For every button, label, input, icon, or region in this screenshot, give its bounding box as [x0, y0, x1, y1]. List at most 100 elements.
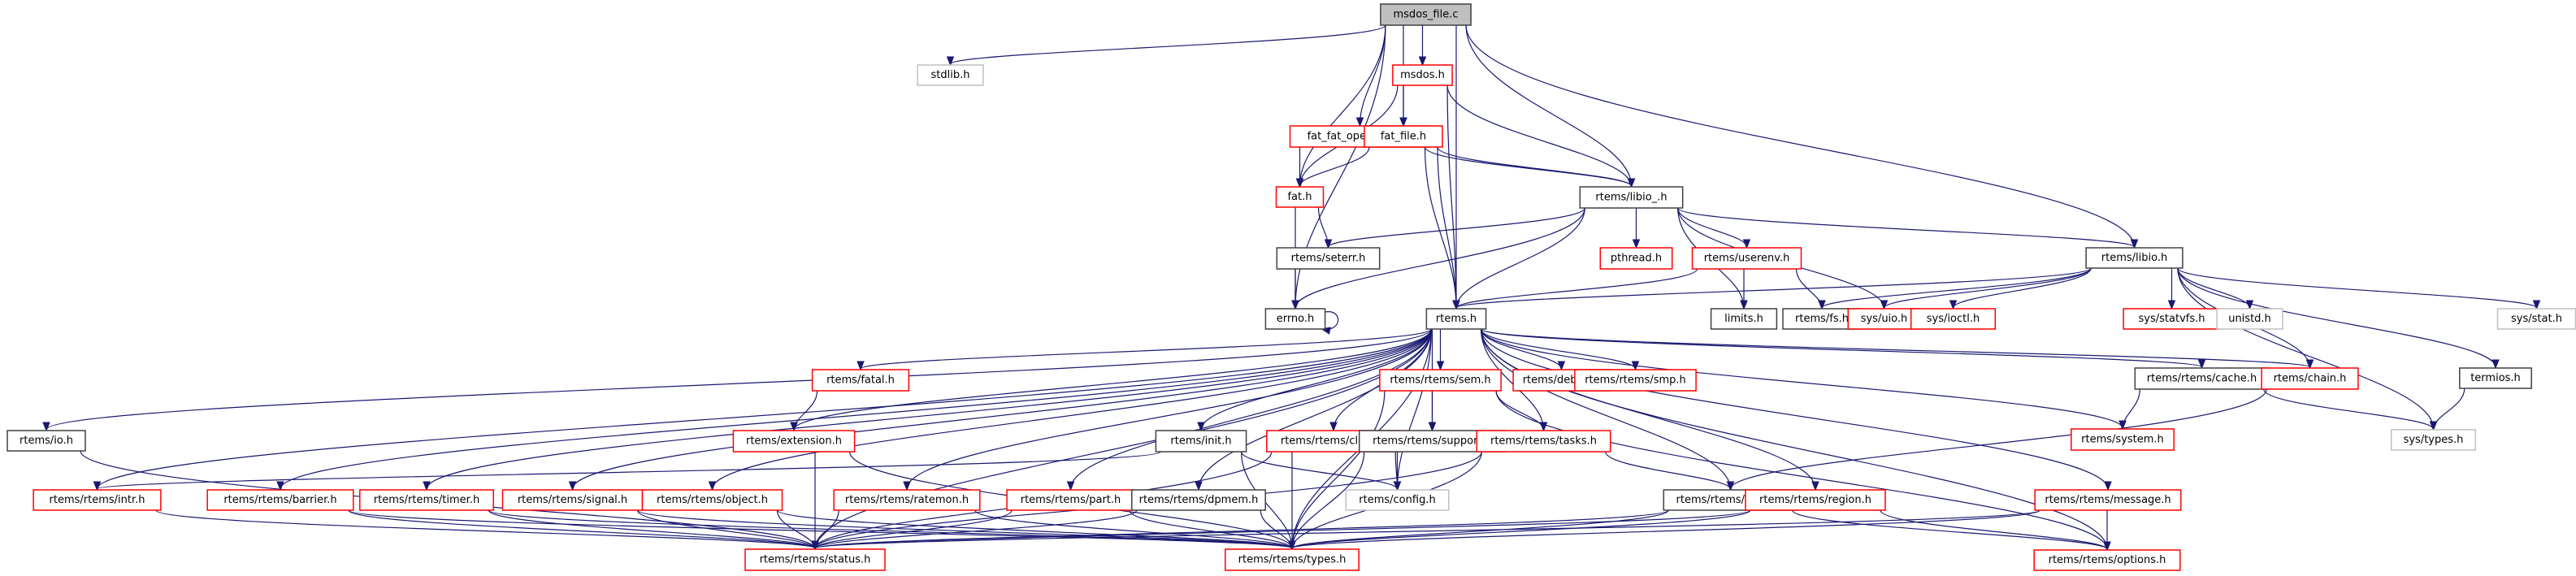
- node-label: limits.h: [1724, 313, 1763, 325]
- node-rtems-rtems-message-h[interactable]: rtems/rtems/message.h: [2034, 489, 2182, 511]
- node-label: pthread.h: [1611, 253, 1662, 265]
- node-sys-ioctl-h[interactable]: sys/ioctl.h: [1910, 308, 1997, 330]
- node-pthread-h[interactable]: pthread.h: [1599, 247, 1673, 270]
- node-box: [732, 430, 856, 453]
- node-rtems-rtems-ratemon-h[interactable]: rtems/rtems/ratemon.h: [833, 489, 981, 511]
- edge-rtems-libio-h-to-rtems-h: [1452, 267, 2092, 310]
- edge-line: [1605, 451, 1732, 490]
- node-rtems-rtems-status-h[interactable]: rtems/rtems/status.h: [744, 548, 886, 571]
- node-stdlib-h[interactable]: stdlib.h: [917, 64, 984, 86]
- edge-rtems-h-to-rtems-chain-h: [1481, 328, 2314, 370]
- edge-rtems-h-to-rtems-rtems-message-h: [1481, 328, 2112, 492]
- node-termios-h[interactable]: termios.h: [2459, 367, 2532, 389]
- node-fat-file-h[interactable]: fat_file.h: [1364, 125, 1443, 148]
- node-rtems-userenv-h[interactable]: rtems/userenv.h: [1691, 247, 1802, 270]
- node-rtems-rtems-object-h[interactable]: rtems/rtems/object.h: [641, 489, 783, 511]
- node-sys-stat-h[interactable]: sys/stat.h: [2496, 308, 2576, 330]
- node-rtems-rtems-dpmem-h[interactable]: rtems/rtems/dpmem.h: [1131, 489, 1266, 511]
- edge-line: [793, 390, 818, 431]
- node-rtems-h[interactable]: rtems.h: [1425, 308, 1487, 330]
- node-limits-h[interactable]: limits.h: [1710, 308, 1778, 330]
- node-rtems-rtems-signal-h[interactable]: rtems/rtems/signal.h: [501, 489, 644, 511]
- edge-line: [1446, 84, 1633, 187]
- node-label: stdlib.h: [931, 69, 970, 81]
- arrowhead: [1355, 117, 1364, 128]
- node-fat-h[interactable]: fat.h: [1275, 186, 1325, 208]
- node-rtems-fatal-h[interactable]: rtems/fatal.h: [811, 369, 910, 392]
- node-rtems-extension-h[interactable]: rtems/extension.h: [732, 430, 856, 453]
- node-rtems-system-h[interactable]: rtems/system.h: [2071, 428, 2175, 451]
- edge-line: [1495, 390, 2108, 550]
- edge-line: [1729, 388, 2267, 490]
- node-sys-uio-h[interactable]: sys/uio.h: [1847, 308, 1921, 330]
- edge-line: [96, 451, 1161, 490]
- node-msdos-h[interactable]: msdos.h: [1392, 64, 1453, 86]
- edge-rtems-libio--h-to-pthread-h: [1632, 208, 1641, 249]
- arrowhead: [811, 540, 819, 551]
- node-label: rtems/fs.h: [1795, 313, 1849, 325]
- node-box: [1579, 186, 1684, 209]
- edge-line: [488, 509, 1293, 549]
- node-box: [1264, 308, 1326, 330]
- edge-fat-file-h-to-fat-h: [1295, 146, 1370, 188]
- arrowhead: [42, 422, 50, 432]
- node-rtems-io-h[interactable]: rtems/io.h: [7, 430, 86, 452]
- node-label: rtems/rtems/cache.h: [2147, 373, 2257, 385]
- node-rtems-rtems-barrier-h[interactable]: rtems/rtems/barrier.h: [206, 489, 354, 511]
- node-label: rtems/libio.h: [2101, 252, 2167, 264]
- node-label: sys/statvfs.h: [2139, 313, 2205, 325]
- edge-line: [1883, 267, 2092, 309]
- arrowhead: [1949, 300, 1958, 310]
- node-rtems-rtems-intr-h[interactable]: rtems/rtems/intr.h: [33, 489, 162, 511]
- node-rtems-rtems-smp-h[interactable]: rtems/rtems/smp.h: [1574, 369, 1697, 392]
- arrowhead: [2103, 541, 2111, 552]
- edge-line: [2263, 388, 2435, 430]
- node-rtems-libio-h[interactable]: rtems/libio.h: [2085, 247, 2184, 269]
- node-sys-statvfs-h[interactable]: sys/statvfs.h: [2123, 308, 2221, 330]
- node-rtems-rtems-sem-h[interactable]: rtems/rtems/sem.h: [1379, 369, 1502, 392]
- node-rtems-rtems-timer-h[interactable]: rtems/rtems/timer.h: [359, 489, 494, 511]
- edge-rtems-h-to-rtems-rtems-barrier-h: [276, 328, 1432, 492]
- edge-line: [1677, 207, 1748, 248]
- node-rtems-rtems-tasks-h[interactable]: rtems/rtems/tasks.h: [1476, 430, 1611, 453]
- edge-rtems-libio--h-to-errno-h: [1291, 207, 1585, 310]
- node-box: [7, 430, 86, 452]
- edge-rtems-rtems-cache-h-to-sys-types-h: [2263, 388, 2438, 431]
- edge-rtems-h-to-rtems-rtems-timer-h: [423, 328, 1432, 492]
- node-box: [1131, 489, 1266, 511]
- edge-line: [1200, 328, 1432, 431]
- node-rtems-rtems-part-h[interactable]: rtems/rtems/part.h: [1006, 489, 1135, 511]
- node-rtems-chain-h[interactable]: rtems/chain.h: [2261, 367, 2359, 390]
- edge-rtems-h-to-rtems-rtems-part-h: [1066, 328, 1432, 492]
- node-label: rtems/rtems/message.h: [2045, 494, 2171, 506]
- arrowhead: [2532, 300, 2541, 310]
- node-rtems-rtems-options-h[interactable]: rtems/rtems/options.h: [2033, 549, 2181, 571]
- node-rtems-rtems-cache-h[interactable]: rtems/rtems/cache.h: [2134, 367, 2270, 390]
- edge-line: [46, 328, 1432, 431]
- arrowhead: [568, 481, 577, 492]
- edge-rtems-rtems-part-h-to-rtems-rtems-types-h: [1129, 509, 1296, 551]
- node-sys-types-h[interactable]: sys/types.h: [2390, 429, 2477, 451]
- node-box: [1379, 369, 1502, 392]
- node-label: rtems/fatal.h: [826, 375, 895, 387]
- arrowhead: [276, 481, 284, 492]
- node-unistd-h[interactable]: unistd.h: [2216, 308, 2283, 330]
- edge-line: [1481, 328, 1816, 490]
- node-rtems-rtems-region-h[interactable]: rtems/rtems/region.h: [1745, 489, 1886, 511]
- arrowhead: [2197, 359, 2206, 370]
- node-errno-h[interactable]: errno.h: [1264, 308, 1326, 330]
- node-box: [1574, 369, 1697, 392]
- node-rtems-libio--h[interactable]: rtems/libio_.h: [1579, 186, 1684, 209]
- arrowhead: [1632, 239, 1641, 249]
- node-rtems-config-h[interactable]: rtems/config.h: [1345, 489, 1450, 511]
- node-box: [2071, 428, 2175, 451]
- edge-line: [1677, 207, 2136, 248]
- edge-msdos-file-c-to-msdos-h: [1418, 25, 1427, 67]
- edge-rtems-h-to-rtems-rtems-object-h: [708, 328, 1432, 492]
- node-rtems-init-h[interactable]: rtems/init.h: [1155, 430, 1247, 453]
- node-rtems-seterr-h[interactable]: rtems/seterr.h: [1276, 247, 1381, 270]
- node-rtems-rtems-types-h[interactable]: rtems/rtems/types.h: [1225, 548, 1360, 571]
- edge-line: [974, 509, 1293, 549]
- edge-line: [96, 328, 1432, 490]
- edge-line: [155, 509, 816, 549]
